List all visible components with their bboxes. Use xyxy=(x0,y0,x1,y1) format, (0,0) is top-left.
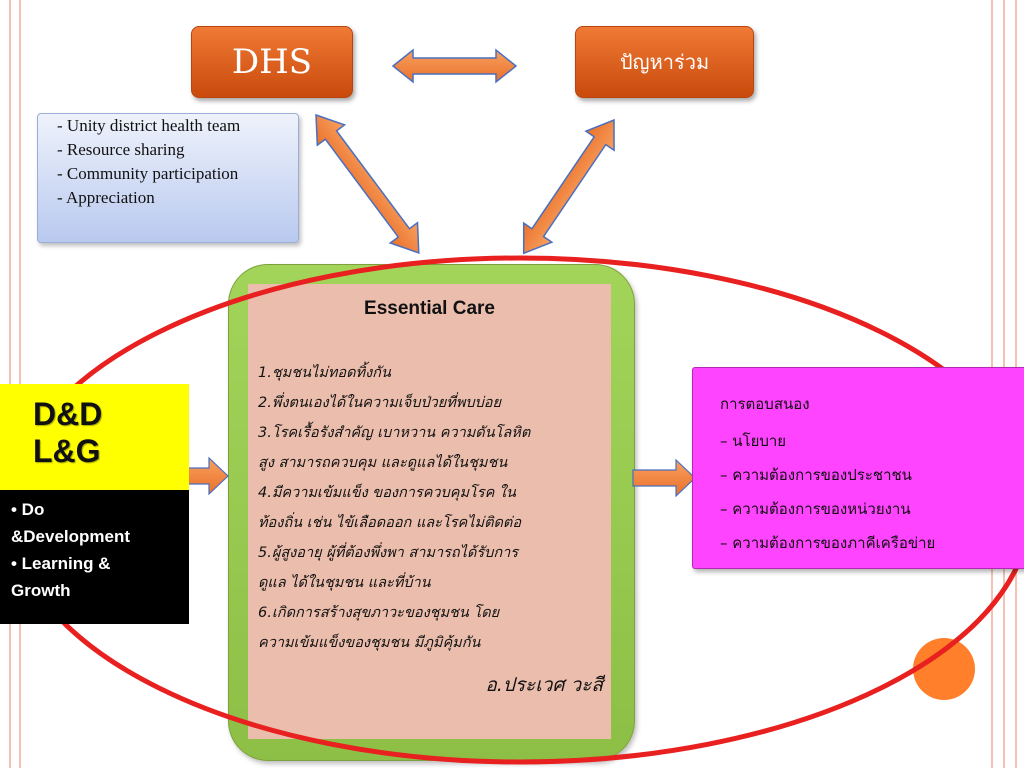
care-line: 6.เกิดการสร้างสุขภาวะของชุมชน โดย xyxy=(258,605,500,621)
dhs-label: DHS xyxy=(231,42,313,82)
response-item: – ความต้องการของภาคีเครือข่าย xyxy=(720,534,936,552)
care-line: ดูแล ได้ในชุมชน และที่บ้าน xyxy=(258,575,431,591)
dd-title-line: L&G xyxy=(33,433,101,469)
shared-problem-box: ปัญหาร่วม xyxy=(575,26,754,98)
double-arrow-top xyxy=(391,48,518,84)
dhs-components-note: - Unity district health team - Resource … xyxy=(37,113,299,243)
essential-care-author: อ.ประเวศ วะสี xyxy=(485,674,603,696)
dhs-box: DHS xyxy=(191,26,353,98)
response-item: – ความต้องการของหน่วยงาน xyxy=(720,500,911,518)
care-line: 4.มีความเข้มแข็ง ของการควบคุมโรค ใน xyxy=(258,485,516,501)
care-line: 1.ชุมชนไม่ทอดทิ้งกัน xyxy=(258,365,391,381)
shared-problem-label: ปัญหาร่วม xyxy=(619,50,710,74)
dd-title-line: D&D xyxy=(33,396,103,432)
care-line: 5.ผู้สูงอายุ ผู้ที่ต้องพึ่งพา สามารถได้ร… xyxy=(258,545,519,561)
double-arrow-right-diagonal xyxy=(522,118,615,255)
response-list: – นโยบาย – ความต้องการของประชาชน – ความต… xyxy=(720,424,935,560)
care-line: 3.โรคเรื้อรังสำคัญ เบาหวาน ความดันโลหิต xyxy=(258,425,531,441)
dd-list-item: • Learning & xyxy=(11,554,111,573)
response-item: – ความต้องการของประชาชน xyxy=(720,466,912,484)
response-title: การตอบสนอง xyxy=(720,395,810,413)
care-line: ความเข้มแข็งของชุมชน มีภูมิคุ้มกัน xyxy=(258,635,481,651)
essential-care-panel xyxy=(248,284,611,739)
arrow-dd-to-care xyxy=(186,456,229,496)
response-item: – นโยบาย xyxy=(720,432,787,450)
dd-list-item: &Development xyxy=(11,527,131,546)
dd-lg-list: • Do &Development • Learning & Growth xyxy=(11,496,186,604)
dd-list-item: Growth xyxy=(11,581,71,600)
care-line: ท้องถิ่น เช่น ไข้เลือดออก และโรคไม่ติดต่… xyxy=(258,515,522,531)
dd-list-item: • Do xyxy=(11,500,45,519)
note-item: - Appreciation xyxy=(57,188,155,207)
essential-care-title: Essential Care xyxy=(364,298,495,319)
essential-care-list: 1.ชุมชนไม่ทอดทิ้งกัน 2.พึ่งตนเองได้ในควา… xyxy=(258,358,603,658)
response-box xyxy=(692,367,1024,569)
care-line: 2.พึ่งตนเองได้ในความเจ็บป่วยที่พบบ่อย xyxy=(258,395,502,411)
note-item: - Unity district health team xyxy=(57,116,241,135)
care-line: สูง สามารถควบคุม และดูแลได้ในชุมชน xyxy=(258,455,508,471)
dd-lg-body xyxy=(0,490,189,624)
double-arrow-left-diagonal xyxy=(315,113,420,254)
dd-lg-header xyxy=(0,384,189,490)
note-item: - Community participation xyxy=(57,164,239,183)
note-item: - Resource sharing xyxy=(57,140,185,159)
arrow-care-to-response xyxy=(632,458,696,498)
